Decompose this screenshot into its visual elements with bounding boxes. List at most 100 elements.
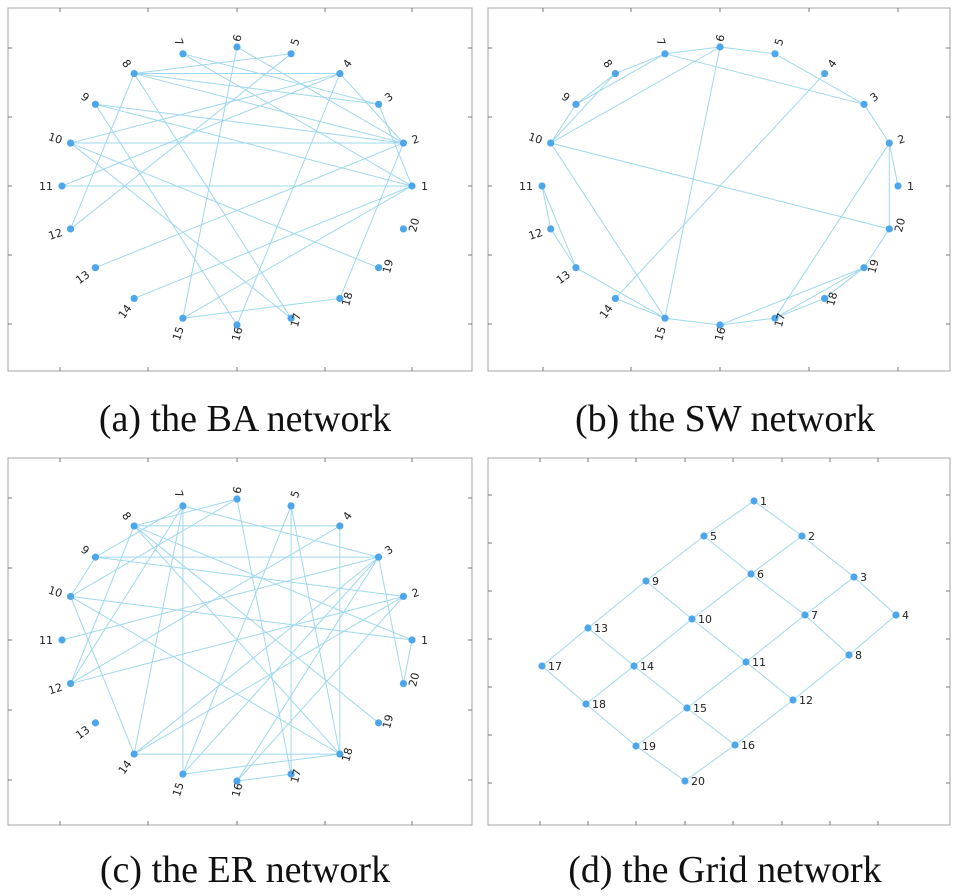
node-7 xyxy=(801,611,809,619)
node-9 xyxy=(572,100,580,108)
node-18 xyxy=(821,294,829,303)
node-label-7: 7 xyxy=(171,489,186,500)
edge-4-11 xyxy=(61,73,341,187)
edge-1-20 xyxy=(402,639,413,684)
node-label-16: 16 xyxy=(712,326,728,343)
node-5 xyxy=(700,532,708,540)
edge-4-16 xyxy=(236,73,341,326)
node-14 xyxy=(130,294,138,303)
node-label-8: 8 xyxy=(855,649,862,662)
node-18 xyxy=(336,750,344,758)
node-label-16: 16 xyxy=(741,739,755,752)
edges xyxy=(61,498,413,782)
edge-2-18 xyxy=(339,142,404,299)
node-14 xyxy=(630,662,638,670)
node-15 xyxy=(683,704,691,712)
node-6 xyxy=(233,495,241,503)
node-16 xyxy=(233,777,241,785)
node-13 xyxy=(584,624,592,632)
node-label-5: 5 xyxy=(288,37,303,48)
node-15 xyxy=(179,314,187,322)
node-8 xyxy=(130,522,138,530)
node-label-17: 17 xyxy=(548,660,562,673)
node-label-6: 6 xyxy=(230,485,244,495)
edge-14-15 xyxy=(633,665,688,709)
node-7 xyxy=(179,50,187,58)
node-1 xyxy=(408,182,416,190)
node-label-18: 18 xyxy=(339,291,355,308)
node-label-19: 19 xyxy=(380,713,396,730)
caption-ba-network: (a) the BA network xyxy=(98,398,392,440)
node-label-11: 11 xyxy=(39,180,53,193)
edge-6-15 xyxy=(182,46,238,319)
edge-5-6 xyxy=(719,46,776,55)
caption-er-network: (c) the ER network xyxy=(99,849,391,891)
node-label-10: 10 xyxy=(47,130,64,147)
node-label-18: 18 xyxy=(592,698,606,711)
node-17 xyxy=(771,314,779,322)
edge-1-15 xyxy=(182,185,413,319)
edge-15-18 xyxy=(182,753,340,775)
node-3 xyxy=(374,553,383,561)
edge-7-12 xyxy=(70,505,184,684)
edge-1-7 xyxy=(182,53,413,187)
edge-5-12 xyxy=(70,53,292,230)
edge-3-7 xyxy=(182,53,379,105)
edge-7-11 xyxy=(745,614,806,663)
edge-16-20 xyxy=(684,744,736,782)
node-9 xyxy=(642,577,650,585)
edge-10-8 xyxy=(550,73,616,144)
edge-6-7 xyxy=(664,46,721,55)
edge-18-19 xyxy=(585,703,637,747)
node-6 xyxy=(233,43,241,51)
node-label-12: 12 xyxy=(47,226,64,243)
edge-5-18 xyxy=(290,505,341,755)
node-label-5: 5 xyxy=(710,530,717,543)
node-label-11: 11 xyxy=(519,180,533,193)
node-label-6: 6 xyxy=(713,33,727,43)
plot-frame xyxy=(487,7,951,372)
node-label-1: 1 xyxy=(760,495,767,508)
node-label-17: 17 xyxy=(772,312,788,329)
node-label-19: 19 xyxy=(380,258,396,275)
node-4 xyxy=(892,611,900,619)
edge-3-11 xyxy=(61,556,379,641)
edge-15-19 xyxy=(635,707,688,747)
edge-14-15 xyxy=(615,297,666,319)
node-label-15: 15 xyxy=(170,325,187,342)
node-5 xyxy=(771,50,779,58)
node-5 xyxy=(287,502,295,510)
node-label-10: 10 xyxy=(47,584,64,601)
node-8 xyxy=(845,651,853,659)
edge-3-4 xyxy=(853,576,897,616)
node-20 xyxy=(885,225,893,233)
node-11 xyxy=(538,182,546,190)
node-label-20: 20 xyxy=(892,217,908,234)
node-9 xyxy=(91,553,100,561)
edges xyxy=(61,46,413,326)
node-label-11: 11 xyxy=(39,634,53,647)
edge-10-17 xyxy=(70,142,292,319)
node-9 xyxy=(91,100,100,108)
edge-17-19 xyxy=(774,267,865,319)
node-12 xyxy=(66,225,75,233)
node-20 xyxy=(399,225,408,233)
edge-11-12 xyxy=(541,185,552,230)
node-10 xyxy=(547,139,555,147)
node-14 xyxy=(611,294,619,303)
edge-1-5 xyxy=(703,500,755,537)
edge-7-8 xyxy=(615,53,666,75)
edge-10-18 xyxy=(70,595,341,755)
edges xyxy=(541,500,897,782)
node-label-12: 12 xyxy=(47,681,64,698)
node-label-19: 19 xyxy=(642,740,656,753)
edge-7-9 xyxy=(575,53,666,105)
node-3 xyxy=(860,100,868,108)
edge-10-14 xyxy=(70,596,135,755)
node-12 xyxy=(66,679,75,688)
edge-3-15 xyxy=(182,556,379,775)
